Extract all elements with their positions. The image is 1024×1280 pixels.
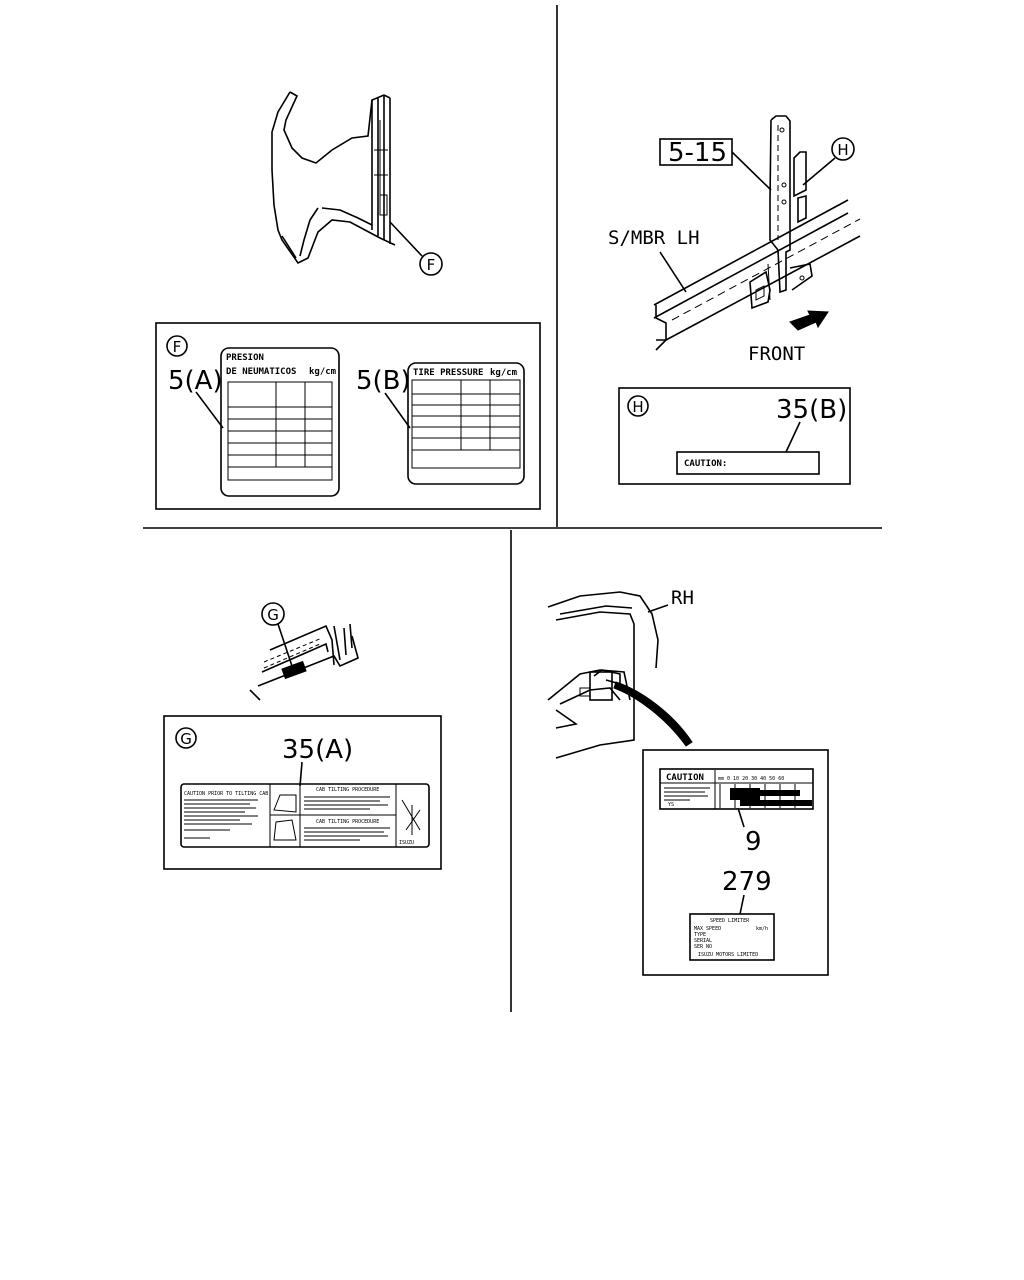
- part-number-279: 279: [722, 867, 772, 897]
- detail-box-labels: CAUTION mm 0 10 20 30 40 50 60 YS 9 279 …: [642, 749, 829, 976]
- cab-rh-drawing: RH: [547, 587, 694, 759]
- part-number-5A: 5(A): [168, 366, 223, 396]
- decal-presion-line2: DE NEUMATICOS: [226, 367, 296, 377]
- decal-tire-title: TIRE PRESSURE: [413, 368, 483, 378]
- detail-F-label: F: [173, 338, 182, 356]
- callout-F-label: F: [427, 256, 436, 274]
- decal-caution-h-text: CAUTION:: [684, 459, 727, 469]
- detail-G-label: G: [180, 730, 192, 748]
- part-number-5B: 5(B): [356, 366, 411, 396]
- detail-box-H: H 35(B) CAUTION:: [618, 387, 851, 485]
- side-member-drawing: FRONT S/MBR LH 5-15 H: [608, 115, 861, 365]
- label-smbr-lh: S/MBR LH: [608, 227, 700, 249]
- decal-caution-h: [676, 451, 820, 475]
- decal-caution9-title: CAUTION: [666, 773, 704, 783]
- detail-box-G: G 35(A) CAUTION PRIOR TO TILTING CAB CAB…: [163, 715, 442, 870]
- decal-g-title: CAUTION PRIOR TO TILTING CAB: [184, 791, 268, 797]
- callout-circle-F: [419, 252, 443, 276]
- callout-G-label: G: [267, 606, 279, 624]
- detail-H-label: H: [632, 398, 643, 416]
- decal-279-unit: km/h: [756, 926, 768, 932]
- decal-g-tilt2: CAB TILTING PROCEDURE: [316, 819, 379, 825]
- decal-presion-line1: PRESION: [226, 353, 264, 363]
- callout-circle-H: [831, 137, 855, 161]
- decal-cab-tilt: [180, 783, 430, 848]
- decal-tire-pressure: [407, 362, 525, 485]
- decal-presion: [220, 347, 340, 497]
- callout-leader-F: [389, 221, 423, 257]
- cab-interior-drawing: G: [249, 602, 359, 701]
- decal-speed-limiter: [689, 913, 775, 961]
- decal-caution-9: [659, 768, 814, 810]
- part-number-9: 9: [745, 827, 762, 857]
- decal-279-line2: TYPE: [694, 932, 706, 938]
- decal-279-line3: SERIAL: [694, 938, 712, 944]
- cab-side-panel-drawing: F: [271, 91, 443, 276]
- part-number-5-15: 5-15: [668, 138, 727, 168]
- decal-279-line1: MAX SPEED: [694, 926, 721, 932]
- svg-text:YS: YS: [668, 802, 674, 808]
- callout-circle-G: [261, 602, 285, 626]
- svg-text:ISUZU: ISUZU: [399, 840, 414, 846]
- detail-box-F: F PRESION DE NEUMATICOS kg/cm 5(A) TIRE …: [155, 322, 541, 510]
- label-rh: RH: [671, 587, 694, 609]
- decal-279-line4: SER NO: [694, 944, 712, 950]
- part-number-35B: 35(B): [776, 395, 847, 425]
- callout-H-label: H: [837, 141, 848, 159]
- decal-279-title: SPEED LIMITER: [710, 918, 750, 924]
- decal-caution9-scale: mm 0 10 20 30 40 50 60: [718, 776, 784, 782]
- decal-g-tilt1: CAB TILTING PROCEDURE: [316, 787, 379, 793]
- label-front: FRONT: [748, 343, 805, 365]
- decal-presion-unit: kg/cm: [309, 367, 337, 377]
- decal-tire-unit: kg/cm: [490, 368, 518, 378]
- decal-279-footer: ISUZU MOTORS LIMITED: [698, 952, 758, 958]
- part-number-35A: 35(A): [282, 735, 353, 765]
